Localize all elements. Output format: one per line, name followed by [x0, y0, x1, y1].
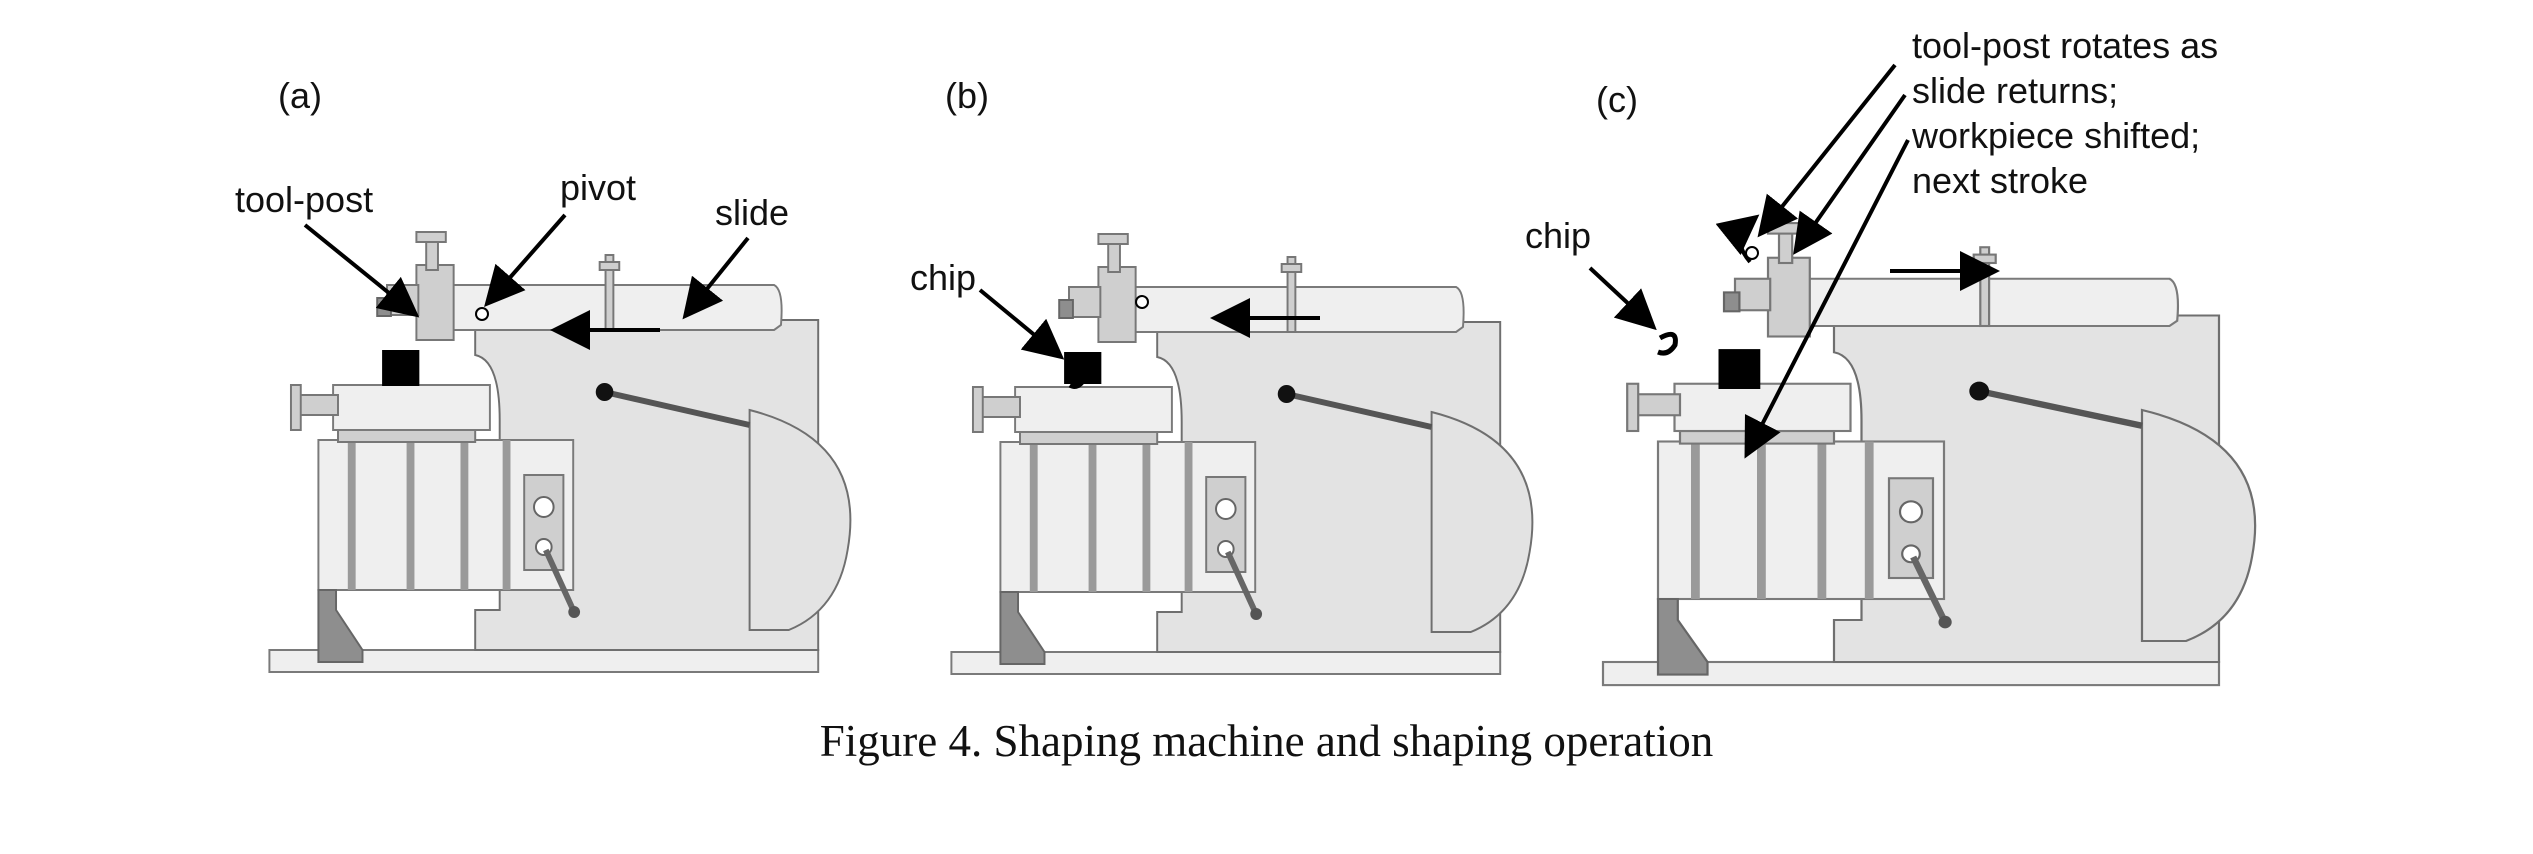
figure-caption: Figure 4. Shaping machine and shaping op…	[819, 716, 1714, 766]
note-line-3: workpiece shifted;	[1911, 115, 2200, 156]
chip-label-c: chip	[1525, 215, 1591, 256]
pivot-marker-b	[1135, 295, 1149, 309]
shaping-machine-c	[1603, 223, 2255, 685]
chip-curl-c	[1657, 331, 1678, 356]
workpiece-c	[1718, 349, 1761, 389]
panel-b-label: (b)	[945, 75, 989, 116]
note-arrow-workpiece	[1744, 139, 1910, 459]
rotation-arc-c	[1715, 214, 1760, 264]
tool-post-label: tool-post	[235, 179, 373, 220]
chip-curl-b	[1068, 363, 1089, 389]
note-arrow-tool-post	[1757, 63, 1897, 238]
panel-c-label: (c)	[1596, 79, 1638, 120]
pivot-marker-a	[475, 307, 489, 321]
chip-arrow-c	[1588, 266, 1657, 331]
chip-arrow-b	[978, 288, 1065, 360]
pivot-arrow	[484, 213, 567, 308]
note-line-4: next stroke	[1912, 160, 2088, 201]
slide-arrow	[682, 236, 750, 320]
pivot-label: pivot	[560, 167, 636, 208]
shaping-machine-b	[951, 234, 1532, 674]
workpiece-a	[382, 350, 420, 386]
tool-post-arrow	[303, 223, 420, 318]
panel-b: (b) chip	[910, 75, 1532, 674]
panel-a-label: (a)	[278, 75, 322, 116]
chip-label-b: chip	[910, 257, 976, 298]
pivot-marker-c	[1745, 246, 1759, 260]
panel-c: (c) chip tool-post rotates as slide retu…	[1525, 25, 2255, 685]
note-arrow-slide	[1793, 93, 1907, 255]
note-line-2: slide returns;	[1912, 70, 2118, 111]
shaping-machine-a	[269, 232, 850, 672]
panel-a: (a) tool-post pivot slide	[235, 75, 850, 672]
slide-label: slide	[715, 192, 789, 233]
note-line-1: tool-post rotates as	[1912, 25, 2218, 66]
